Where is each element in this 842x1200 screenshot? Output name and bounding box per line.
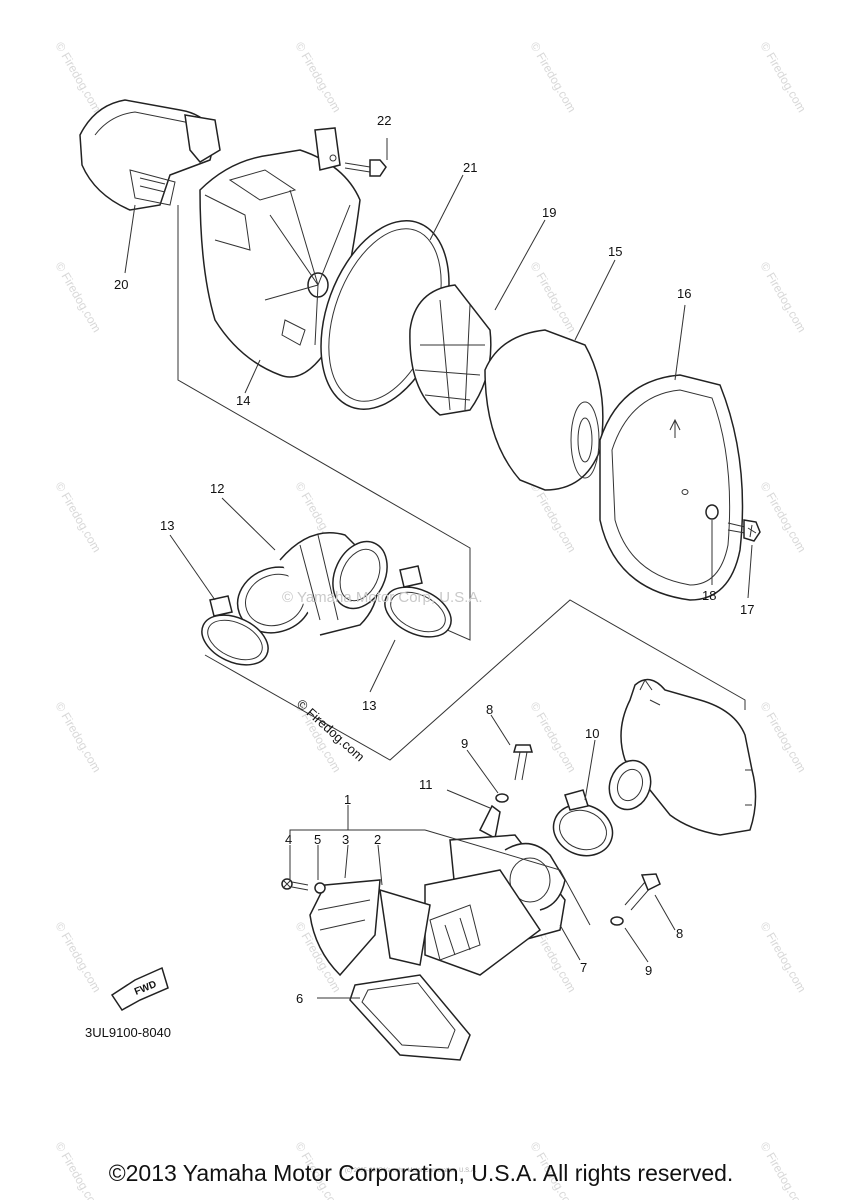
watermark-text: © Firedog.com [527,260,579,335]
callout-17: 17 [740,602,754,617]
part-6-gasket [349,974,471,1061]
watermark-text: © Firedog.com [757,40,809,115]
part-13-clamp-left [201,595,269,666]
watermark-text: © Firedog.com [757,920,809,995]
part-9-washer-lower [610,916,624,926]
callout-3: 3 [342,832,349,847]
watermark-text: © Firedog.com [757,260,809,335]
part-20-air-duct [79,99,221,211]
callout-13-left: 13 [160,518,174,533]
footer-copyright: ©2013 Yamaha Motor Corporation, U.S.A. A… [108,1160,734,1186]
part-8-bolt-upper [513,744,533,781]
callout-9-lower: 9 [645,963,652,978]
part-12-intake-joint [236,532,388,636]
callout-6: 6 [296,991,303,1006]
part-9-washer-upper [495,793,509,803]
part-13-clamp-right [384,565,452,638]
part-17-screw [727,519,761,542]
callout-18: 18 [702,588,716,603]
part-22-bolt [329,154,387,177]
callout-4: 4 [285,832,292,847]
callout-8-upper: 8 [486,702,493,717]
callout-12: 12 [210,481,224,496]
callout-1: 1 [344,792,351,807]
part-15-air-filter-element [484,329,604,491]
callout-10: 10 [585,726,599,741]
assembly-frame-upper [177,205,471,641]
fwd-arrow-icon: FWD [110,966,169,1011]
callout-19: 19 [542,205,556,220]
callout-16: 16 [677,286,691,301]
watermark-text: © Firedog.com [52,40,104,115]
part-10-clamp [552,789,614,857]
callout-11: 11 [419,777,433,792]
watermark-text: © Firedog.com [757,480,809,555]
diagram-code: 3UL9100-8040 [85,1025,171,1040]
overlay-copyright: © Yamaha Motor Corp, U.S.A. [282,589,483,606]
watermark-text: © Firedog.com [52,480,104,555]
part-1-reed-valve-assy [309,869,542,977]
assembly-frame-middle [204,599,746,761]
part-5-washer [314,882,326,894]
watermark-text: © Firedog.com [527,700,579,775]
tiny-notice: (c) 2005-2015 Yamaha Motor Corporation, … [345,1168,477,1174]
part-4-screw [281,878,309,891]
callout-7: 7 [580,960,587,975]
part-18-grommet [705,504,719,520]
part-8-bolt-lower [624,873,661,911]
leader-lines [124,138,753,999]
callout-15: 15 [608,244,622,259]
callout-9-upper: 9 [461,736,468,751]
watermark-text: © Firedog.com [757,700,809,775]
callout-labels: 22 21 19 15 16 20 14 12 13 13 18 17 8 9 … [114,113,754,1006]
watermark-text: © Firedog.com [52,920,104,995]
callout-8-lower: 8 [676,926,683,941]
callout-5: 5 [314,832,321,847]
part-14-air-box [199,127,361,378]
callout-21: 21 [463,160,477,175]
callout-13-right: 13 [362,698,376,713]
watermark-text: © Firedog.com [52,260,104,335]
part-11-plate [479,804,501,840]
callout-20: 20 [114,277,128,292]
callout-22: 22 [377,113,391,128]
part-19-filter-guide [409,284,492,416]
callout-2: 2 [374,832,381,847]
watermark-text: © Firedog.com [292,40,344,115]
watermark-text: © Firedog.com [527,480,579,555]
part-16-air-box-cover [599,374,744,601]
engine-crankcase-outline [608,678,757,836]
assembly-frame-lower [289,829,591,926]
watermark-text: © Firedog.com [527,40,579,115]
callout-14: 14 [236,393,250,408]
watermark-text: © Firedog.com [52,700,104,775]
